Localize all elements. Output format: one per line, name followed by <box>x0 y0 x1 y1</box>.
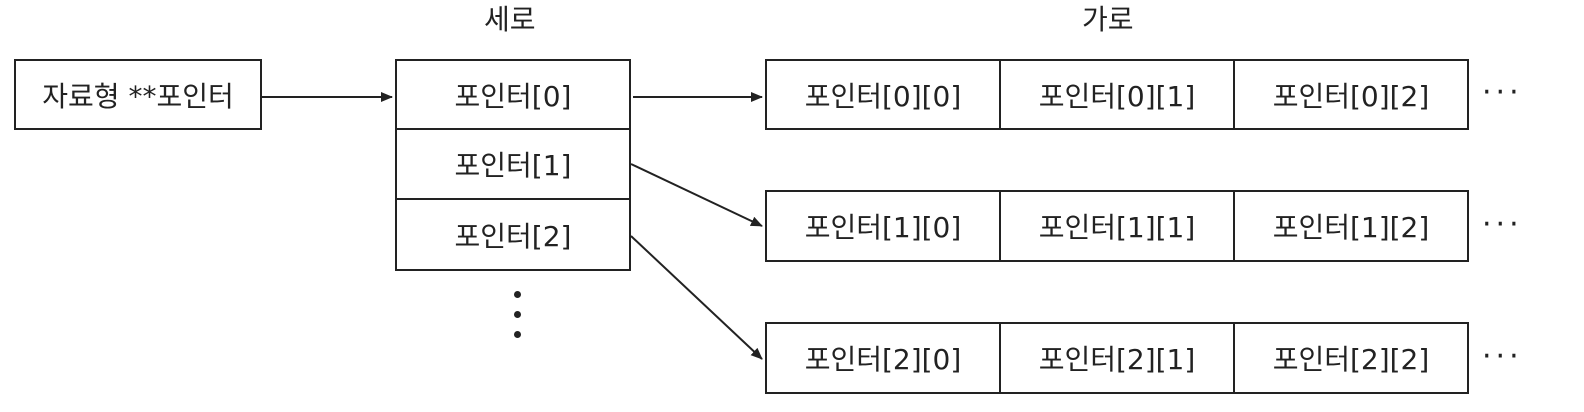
header-vertical: 세로 <box>484 3 536 36</box>
column-pointer-0: 포인터[0] <box>395 59 631 130</box>
row-0-cell-1: 포인터[0][1] <box>1001 59 1235 130</box>
row-1-cell-2: 포인터[1][2] <box>1235 190 1469 262</box>
row-0-cell-2: 포인터[0][2] <box>1235 59 1469 130</box>
vertical-dot <box>514 311 521 318</box>
arrow-pointer-2-to-row-2 <box>630 235 763 360</box>
row-2-cell-2: 포인터[2][2] <box>1235 322 1469 394</box>
column-pointer-2: 포인터[2] <box>395 200 631 271</box>
row-0-continuation: ··· <box>1482 75 1523 110</box>
vertical-dot <box>514 291 521 298</box>
row-2-cell-0: 포인터[2][0] <box>765 322 1001 394</box>
row-1-cell-1: 포인터[1][1] <box>1001 190 1235 262</box>
vertical-dot <box>514 331 521 338</box>
row-0-cell-0: 포인터[0][0] <box>765 59 1001 130</box>
source-pointer-box: 자료형 **포인터 <box>14 59 262 130</box>
row-2-continuation: ··· <box>1482 339 1523 374</box>
row-1-continuation: ··· <box>1482 207 1523 242</box>
arrow-pointer-1-to-row-1 <box>630 163 763 227</box>
header-horizontal: 가로 <box>1082 3 1134 36</box>
row-2-cell-1: 포인터[2][1] <box>1001 322 1235 394</box>
column-pointer-1: 포인터[1] <box>395 130 631 200</box>
row-1-cell-0: 포인터[1][0] <box>765 190 1001 262</box>
